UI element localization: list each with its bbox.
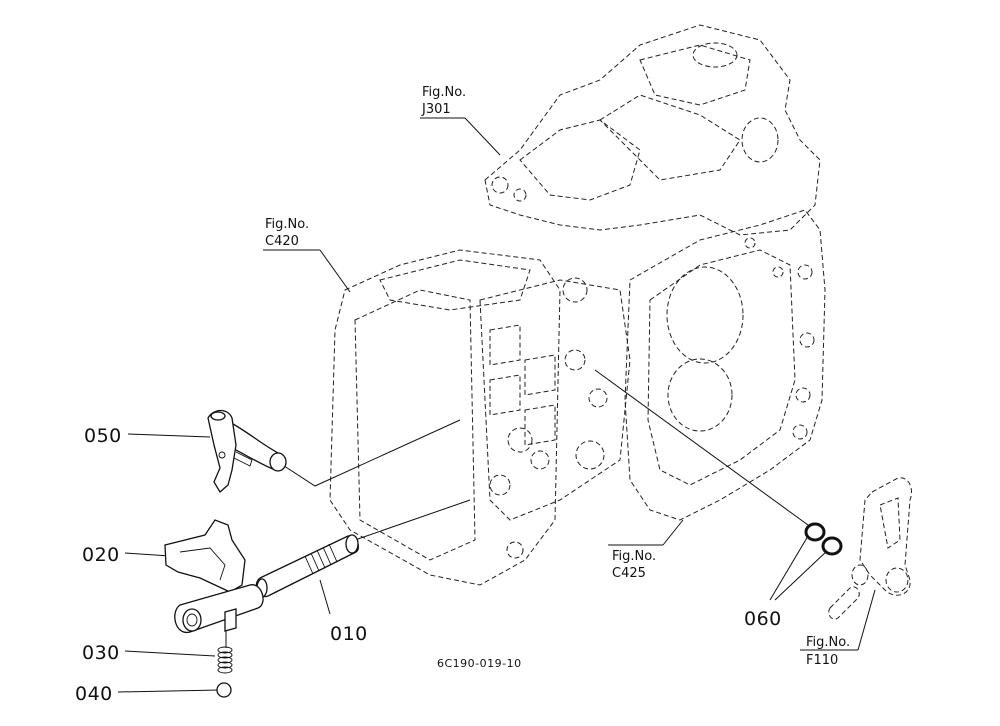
lever-f110-outline [828,477,912,620]
part-number-010: 010 [330,623,368,645]
fig-ref-j301-number: J301 [421,102,451,117]
housing-j301-outline [484,24,821,236]
shift-rod-010 [255,534,360,598]
shift-fork-020 [164,519,264,633]
fig-ref-f110-label: Fig.No. [806,635,850,650]
shift-arm-050 [207,409,287,494]
fig-ref-c420-label: Fig.No. [265,217,309,232]
part-number-040: 040 [75,683,113,705]
leader-lines [117,117,876,693]
fig-ref-j301-label: Fig.No. [422,85,466,100]
o-rings-060 [804,522,843,556]
part-number-020: 020 [82,544,120,566]
housing-c425-outline [624,209,826,521]
fig-ref-c425-number: C425 [612,566,646,581]
drawing-code: 6C190-019-10 [437,657,522,670]
spring-030 [217,646,233,674]
part-number-060: 060 [744,608,782,630]
fig-ref-c420-number: C420 [265,234,299,249]
fig-ref-f110-number: F110 [806,653,838,668]
part-number-030: 030 [82,642,120,664]
part-number-050: 050 [84,425,122,447]
ball-040 [216,682,232,698]
fig-ref-c425-label: Fig.No. [612,549,656,564]
housing-c420-outline [329,249,631,586]
